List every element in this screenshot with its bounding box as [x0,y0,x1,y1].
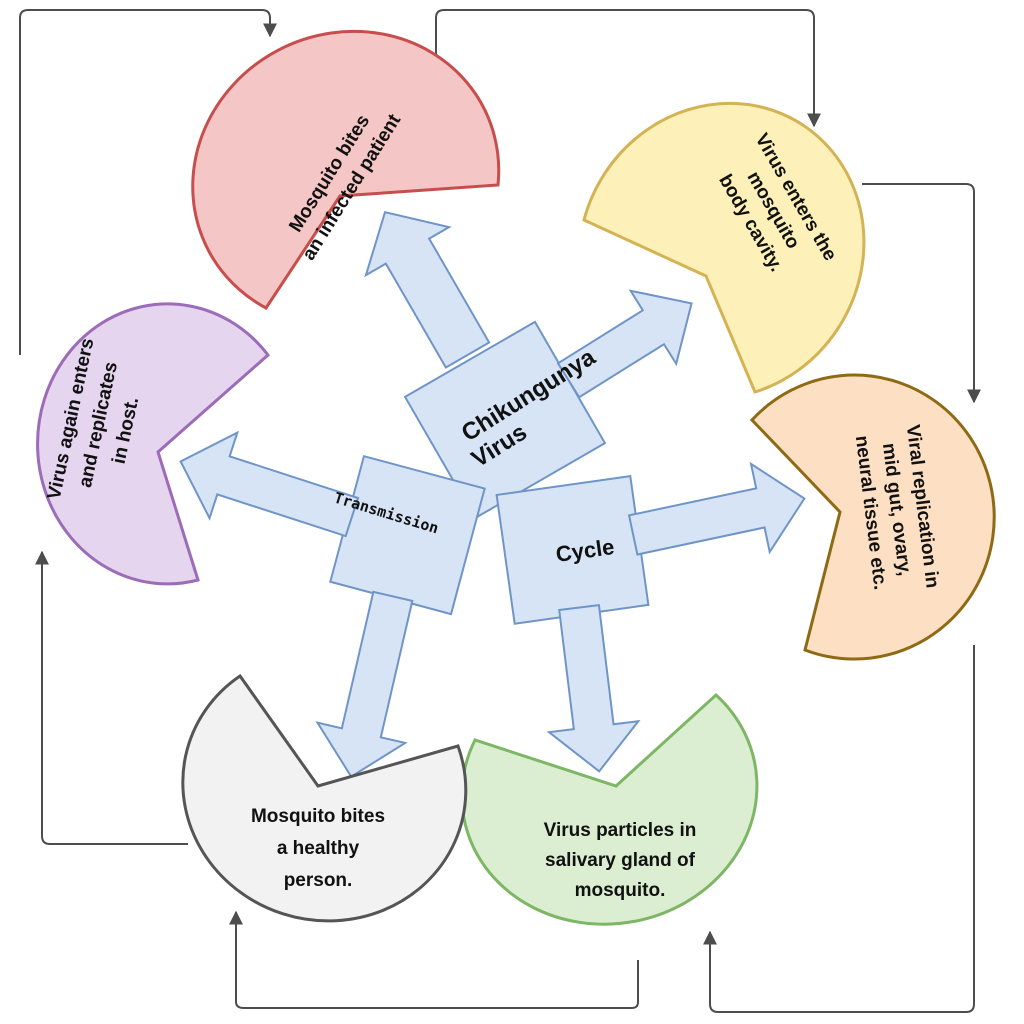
stage-shape-host [36,302,271,586]
stage-shapes [36,29,996,926]
svg-text:salivary gland of: salivary gland of [545,850,696,871]
arrow-to-replication [627,461,806,556]
connector-host-to-infected [19,9,277,355]
arrow-to-salivary-gland [546,604,641,773]
connector-healthy-to-host [35,550,188,845]
svg-text:a healthy: a healthy [277,838,360,859]
stage-shape-bite-healthy [181,673,468,923]
stage-shape-enters-cavity [582,101,866,394]
connector-replication-to-salivary [703,645,975,1013]
connector-salivary-to-healthy [229,910,639,1009]
connector-infected-to-cavity [435,9,821,128]
svg-text:mosquito.: mosquito. [575,880,666,901]
svg-text:Mosquito bites: Mosquito bites [251,806,385,827]
svg-text:Virus particles in: Virus particles in [544,820,697,841]
svg-text:person.: person. [284,870,353,891]
arrow-to-infected-patient [364,210,491,369]
arrow-to-healthy-person [315,590,414,779]
cycle-connectors [19,9,981,1013]
stage-shape-replication [749,373,996,661]
hub-arrows [179,210,806,779]
stage-label-bite-healthy: Mosquito bites a healthy person. [251,806,385,891]
connector-cavity-to-replication [862,183,981,404]
stage-label-salivary: Virus particles in salivary gland of mos… [544,820,697,901]
stage-shape-bite-infected [191,29,501,310]
arrow-to-body-cavity [556,289,693,399]
arrow-to-host [179,430,360,538]
